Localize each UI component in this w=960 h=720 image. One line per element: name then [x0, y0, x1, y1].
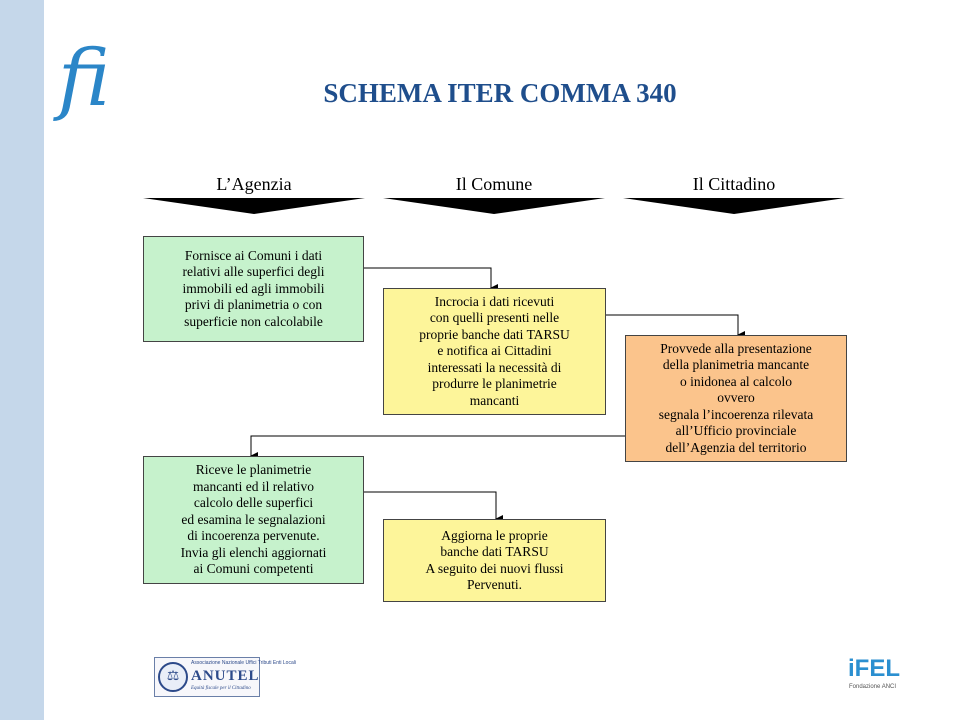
fi-logo: fi [58, 34, 111, 124]
column-arrow-cittadino [623, 198, 845, 214]
ifel-logo: iFEL Fondazione ANCI [848, 655, 900, 697]
step-text: Riceve le planimetrie mancanti ed il rel… [180, 462, 327, 577]
step-text: Aggiorna le proprie banche dati TARSU A … [425, 527, 564, 593]
connector-step4-step5 [363, 491, 503, 523]
ifel-name: iFEL [848, 655, 900, 682]
anutel-association-line: Associazione Nazionale Uffici Tributi En… [191, 660, 296, 666]
connector-step3-step4 [250, 435, 625, 460]
anutel-tagline: Equità fiscale per il Cittadino [191, 686, 251, 691]
anutel-name: ANUTEL [191, 668, 260, 684]
column-header-cittadino: Il Cittadino [692, 174, 776, 194]
connector-step1-step2 [363, 267, 498, 292]
left-sidebar-band [0, 0, 44, 720]
connector-step2-step3 [605, 314, 745, 339]
step-box-cittadino-provvede: Provvede alla presentazione della planim… [625, 335, 847, 462]
column-arrow-agenzia [143, 198, 365, 214]
column-header-agenzia: L’Agenzia [216, 174, 292, 194]
step-text: Provvede alla presentazione della planim… [658, 340, 814, 455]
column-arrow-comune [383, 198, 605, 214]
ifel-subtitle: Fondazione ANCI [849, 684, 897, 690]
column-header-comune: Il Comune [455, 174, 533, 194]
anutel-logo: ⚖ Associazione Nazionale Uffici Tributi … [154, 657, 296, 697]
step-text: Incrocia i dati ricevuti con quelli pres… [419, 293, 570, 408]
step-text: Fornisce ai Comuni i dati relativi alle … [182, 247, 325, 329]
step-box-agenzia-fornisce: Fornisce ai Comuni i dati relativi alle … [143, 236, 364, 342]
step-box-comune-incrocia: Incrocia i dati ricevuti con quelli pres… [383, 288, 606, 415]
step-box-agenzia-riceve: Riceve le planimetrie mancanti ed il rel… [143, 456, 364, 584]
scales-icon: ⚖ [158, 662, 188, 692]
step-box-comune-aggiorna: Aggiorna le proprie banche dati TARSU A … [383, 519, 606, 602]
page-title: SCHEMA ITER COMMA 340 [323, 78, 677, 108]
